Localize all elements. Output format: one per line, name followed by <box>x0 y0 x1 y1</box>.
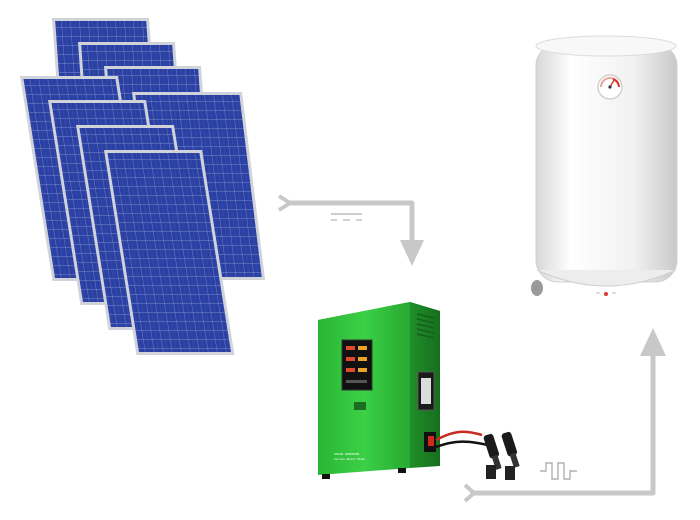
temperature-gauge-icon <box>597 74 623 100</box>
inverter-vent <box>416 313 435 339</box>
ac-flow-arrow <box>463 328 666 503</box>
inverter-label-line1: SOLAR INVERTER <box>334 452 359 456</box>
inverter-label-line2: Series Boost Mode <box>334 457 365 461</box>
solar-panel-array <box>20 18 266 355</box>
mc4-connector <box>483 433 502 470</box>
solar-panel <box>104 150 235 355</box>
solar-cable-connectors <box>435 430 520 480</box>
boiler-indicator-light <box>604 292 608 296</box>
mc4-connector <box>501 431 520 468</box>
electric-water-boiler <box>531 35 678 296</box>
inverter-front-label: SOLAR INVERTER Series Boost Mode <box>334 452 365 461</box>
inverter-badge <box>354 402 366 410</box>
dc-flow-arrow <box>277 194 424 266</box>
dc-current-icon <box>331 213 362 221</box>
solar-inverter: SOLAR INVERTER Series Boost Mode <box>318 302 440 479</box>
square-wave-icon <box>540 462 577 480</box>
